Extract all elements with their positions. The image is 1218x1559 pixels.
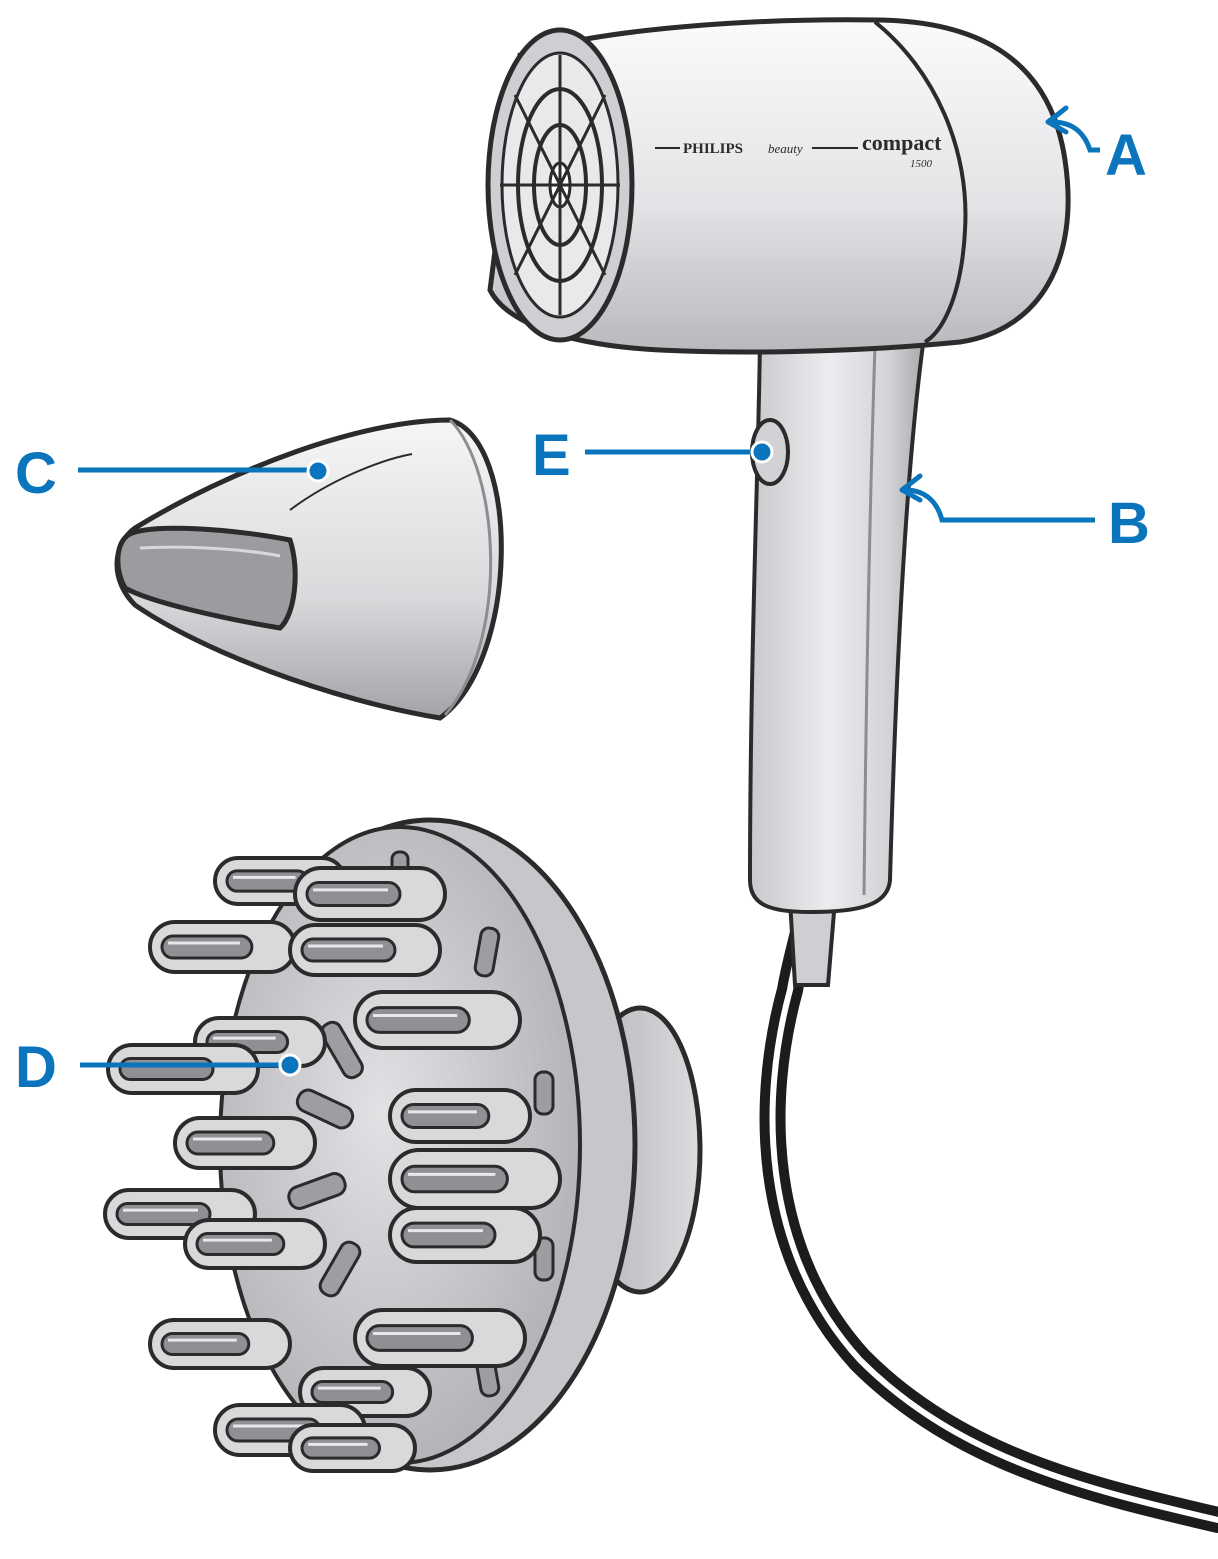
- diffuser-prong: [293, 866, 447, 922]
- concentrator-nozzle-illustration: [114, 417, 504, 721]
- diffuser-prongs: [103, 856, 562, 1473]
- dryer-model-label: compact: [862, 130, 942, 155]
- dryer-series-label: beauty: [768, 141, 803, 156]
- callout-label-d: D: [15, 1035, 57, 1100]
- callout-e: E: [532, 423, 774, 488]
- diffuser-prong: [148, 920, 297, 974]
- diffuser-prong: [106, 1043, 260, 1095]
- callout-label-c: C: [15, 441, 57, 506]
- diffuser-prong: [388, 1206, 542, 1264]
- diffuser-prong: [298, 1366, 432, 1418]
- diffuser-prong: [388, 1088, 532, 1144]
- callout-d: D: [15, 1035, 302, 1100]
- diffuser-prong: [288, 923, 442, 977]
- diffuser-prong: [353, 1308, 527, 1368]
- callout-c: C: [15, 441, 330, 506]
- diffuser-illustration: [103, 817, 703, 1473]
- callout-b: B: [899, 473, 1150, 556]
- diffuser-prong: [288, 1423, 417, 1473]
- callout-label-a: A: [1105, 123, 1147, 188]
- hair-dryer-illustration: PHILIPS beauty compact 1500: [485, 17, 1218, 1533]
- dryer-brand-label: PHILIPS: [683, 141, 743, 157]
- callout-label-e: E: [532, 423, 571, 488]
- callout-a: A: [1045, 105, 1147, 188]
- callouts: A B C D E: [15, 105, 1150, 1100]
- dryer-wattage-label: 1500: [910, 158, 933, 170]
- diffuser-prong: [148, 1318, 292, 1370]
- callout-label-b: B: [1108, 491, 1150, 556]
- diffuser-prong: [353, 990, 522, 1050]
- diffuser-prong: [388, 1148, 562, 1210]
- diffuser-prong: [183, 1218, 327, 1270]
- diffuser-prong: [173, 1116, 317, 1170]
- power-cord-illustration: [759, 887, 1218, 1533]
